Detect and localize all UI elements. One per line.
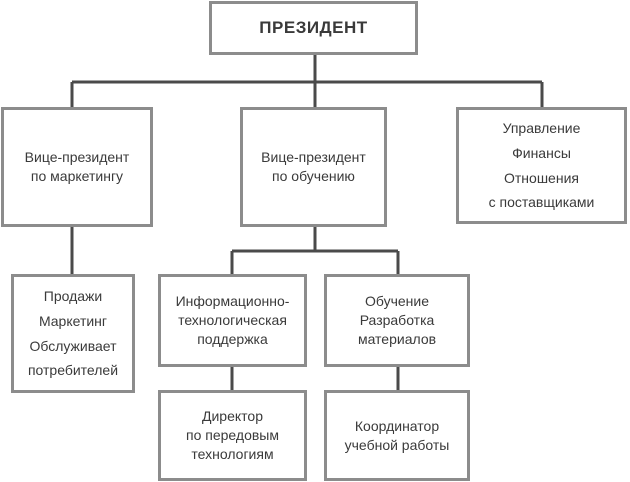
management-box: Управление Финансы Отношения с поставщик… [456,107,627,224]
management-line-3: Отношения [504,169,579,186]
vp-training-line-2: по обучению [272,168,355,184]
management-line-2: Финансы [512,144,571,161]
sales-line-2: Маркетинг [38,312,108,329]
management-line-4: с поставщиками [488,194,595,211]
president-box: ПРЕЗИДЕНТ [209,1,418,55]
coordinator-line-2: учебной работы [344,436,450,453]
it-support-line-1: Информационно- [175,293,290,310]
management-line-1: Управление [502,119,581,136]
sales-line-1: Продажи [43,287,103,304]
training-dev-line-3: материалов [357,330,437,347]
training-dev-line-1: Обучение [364,293,430,310]
vp-training-box: Вице-президент по обучению [240,107,387,227]
sales-line-3: Обслуживает [29,337,117,354]
president-label: ПРЕЗИДЕНТ [259,17,368,37]
training-dev-box: Обучение Разработка материалов [324,274,470,367]
vp-marketing-line-1: Вице-президент [24,149,130,166]
vp-marketing-line-2: по маркетингу [30,168,124,184]
it-support-line-3: поддержка [197,330,268,347]
vp-marketing-box: Вице-президент по маркетингу [1,107,153,227]
director-tech-line-3: технологиям [191,445,274,462]
training-dev-line-2: Разработка [359,312,435,329]
coordinator-line-1: Координатор [354,417,440,434]
vp-training-line-1: Вице-президент [261,149,366,166]
it-support-box: Информационно- технологическая поддержка [158,274,307,367]
director-tech-line-1: Директор [202,408,263,425]
sales-line-4: потребителей [27,362,119,379]
it-support-line-2: технологическая [178,312,287,329]
sales-box: Продажи Маркетинг Обслуживает потребител… [11,274,135,393]
director-tech-box: Директор по передовым технологиям [158,390,307,481]
director-tech-line-2: по передовым [186,427,279,444]
coordinator-box: Координатор учебной работы [324,390,470,481]
